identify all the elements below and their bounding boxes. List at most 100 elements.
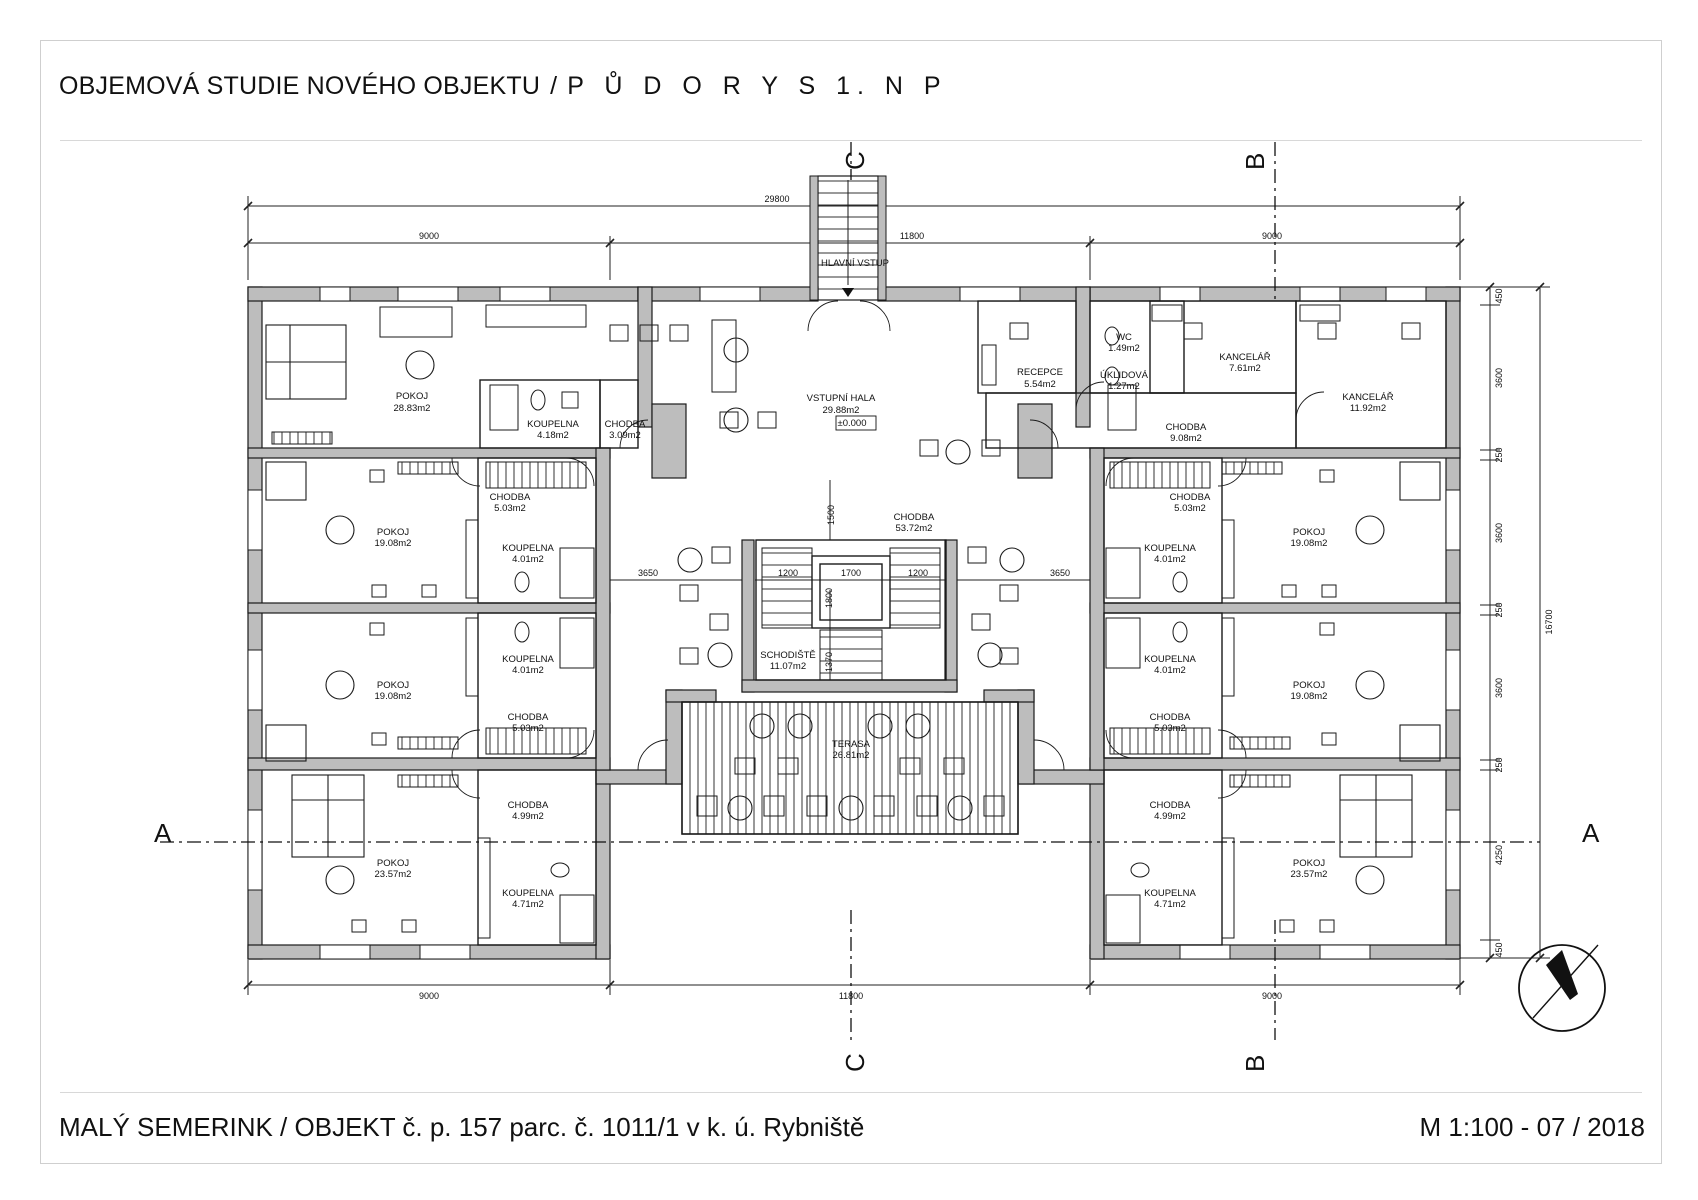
title-text: OBJEMOVÁ STUDIE NOVÉHO OBJEKTU <box>59 72 541 100</box>
furniture-desks <box>379 304 1341 431</box>
label-r2-corr: CHODBA <box>1170 492 1211 503</box>
section-marker-a-left: A <box>154 818 172 848</box>
terrace-deck <box>681 701 1019 835</box>
label-l4-corr-area: 4.99m2 <box>512 811 544 822</box>
label-bath-tl-area: 4.18m2 <box>537 430 569 441</box>
dimension-ticks <box>243 201 1545 990</box>
label-r2-bath-area: 4.01m2 <box>1154 554 1186 565</box>
label-corr-office-name: CHODBA <box>1166 422 1207 433</box>
dim-right-5: 250 <box>1494 602 1504 617</box>
dim-bottom-right: 9000 <box>1262 991 1282 1001</box>
label-r2-room-area: 19.08m2 <box>1291 538 1328 549</box>
drawing-sheet-frame <box>40 40 1662 1164</box>
label-terrace-name: TERASA <box>832 739 871 750</box>
label-reception-area: 5.54m2 <box>1024 379 1056 390</box>
label-reception-name: RECEPCE <box>1017 367 1063 378</box>
label-hall-area: 29.88m2 <box>823 405 860 416</box>
label-l4-corr: CHODBA <box>508 800 549 811</box>
section-marker-b-bottom: B <box>1240 1055 1270 1072</box>
section-marker-a-right: A <box>1582 818 1600 848</box>
label-l2-bath: KOUPELNA <box>502 543 554 554</box>
label-l3-corr-area: 5.03m2 <box>512 723 544 734</box>
dim-right-7: 250 <box>1494 757 1504 772</box>
dim-right-9: 450 <box>1494 942 1504 957</box>
label-stairs-area: 11.07m2 <box>770 661 806 672</box>
label-r4-room-area: 23.57m2 <box>1291 869 1328 880</box>
bathroom-fixtures <box>465 326 1235 944</box>
drawing-title: OBJEMOVÁ STUDIE NOVÉHO OBJEKTU / P Ů D O R… <box>59 72 948 101</box>
label-l2-corr-area: 5.03m2 <box>494 503 526 514</box>
label-l4-room: POKOJ <box>377 858 409 869</box>
walls <box>247 286 1461 960</box>
section-lines <box>160 142 1540 1040</box>
label-r3-bath-area: 4.01m2 <box>1154 665 1186 676</box>
dim-right-3: 250 <box>1494 447 1504 462</box>
dim-stair-5: 1800 <box>824 588 834 608</box>
dim-right-1: 450 <box>1494 288 1504 303</box>
label-l4-room-area: 23.57m2 <box>375 869 412 880</box>
dim-right-8: 4250 <box>1494 845 1504 865</box>
label-hall-name: VSTUPNÍ HALA <box>807 393 876 404</box>
label-room-tl-name: POKOJ <box>396 391 428 402</box>
section-marker-c-top: C <box>840 151 870 170</box>
title-separator: / <box>550 72 558 100</box>
label-l2-room-area: 19.08m2 <box>375 538 412 549</box>
label-room-tl-area: 28.83m2 <box>394 403 431 414</box>
room-labels: HLAVNÍ VSTUP VSTUPNÍ HALA 29.88m2 ±0.000… <box>375 258 1394 910</box>
label-r3-corr: CHODBA <box>1150 712 1191 723</box>
door-swings <box>451 300 1325 799</box>
label-r3-corr-area: 5.03m2 <box>1154 723 1186 734</box>
footer-rule <box>60 1092 1642 1093</box>
dim-corridor-left: 3650 <box>638 568 658 578</box>
header-rule <box>60 140 1642 141</box>
label-l2-room: POKOJ <box>377 527 409 538</box>
label-r3-room-area: 19.08m2 <box>1291 691 1328 702</box>
label-wc-area: 1.49m2 <box>1108 343 1140 354</box>
dim-total-width: 29800 <box>764 194 789 204</box>
label-r4-bath-area: 4.71m2 <box>1154 899 1186 910</box>
label-office2-name: KANCELÁŘ <box>1342 392 1393 403</box>
dim-right-2: 3600 <box>1494 368 1504 388</box>
label-r3-bath: KOUPELNA <box>1144 654 1196 665</box>
label-corr-office-area: 9.08m2 <box>1170 433 1202 444</box>
project-caption: MALÝ SEMERINK / OBJEKT č. p. 157 parc. č… <box>59 1112 865 1142</box>
label-office1-name: KANCELÁŘ <box>1219 352 1270 363</box>
label-bath-tl-name: KOUPELNA <box>527 419 579 430</box>
dim-top-center: 11800 <box>900 231 924 241</box>
windows <box>247 286 1461 960</box>
title-subtitle: P Ů D O R Y S 1. N P <box>567 72 948 100</box>
label-r4-corr: CHODBA <box>1150 800 1191 811</box>
dim-stair-2: 1700 <box>841 568 861 578</box>
label-hall-level: ±0.000 <box>838 418 867 429</box>
section-marker-b-top: B <box>1240 153 1270 170</box>
furniture-tables <box>325 337 1385 895</box>
label-wc-name: WC <box>1116 332 1132 343</box>
label-cleaning-name: ÚKLIDOVÁ <box>1100 370 1149 381</box>
label-stairs-name: SCHODIŠTĚ <box>760 650 815 661</box>
scale-date: M 1:100 - 07 / 2018 <box>1419 1112 1645 1142</box>
furniture-chairs <box>351 322 1421 933</box>
label-r3-room: POKOJ <box>1293 680 1325 691</box>
beds <box>265 324 1441 858</box>
dim-top-right: 9000 <box>1262 231 1282 241</box>
label-r2-corr-area: 5.03m2 <box>1174 503 1206 514</box>
north-arrow-icon <box>1518 944 1606 1032</box>
dim-corridor-right: 3650 <box>1050 568 1070 578</box>
stair-run-left <box>761 547 813 629</box>
dim-bottom-left: 9000 <box>419 991 439 1001</box>
label-l2-bath-area: 4.01m2 <box>512 554 544 565</box>
stair-run-right <box>889 547 941 629</box>
label-corr-main-name: CHODBA <box>894 512 935 523</box>
label-l3-room-area: 19.08m2 <box>375 691 412 702</box>
label-l3-corr: CHODBA <box>508 712 549 723</box>
stair-run-bottom <box>819 629 883 681</box>
label-office2-area: 11.92m2 <box>1350 403 1386 414</box>
label-r4-corr-area: 4.99m2 <box>1154 811 1186 822</box>
label-l3-bath-area: 4.01m2 <box>512 665 544 676</box>
dim-top-left: 9000 <box>419 231 439 241</box>
interior-partitions <box>477 300 1447 946</box>
dim-total-depth: 16700 <box>1544 609 1554 634</box>
label-corr-tl-name: CHODBA <box>605 419 646 430</box>
label-main-entrance: HLAVNÍ VSTUP <box>821 258 889 269</box>
